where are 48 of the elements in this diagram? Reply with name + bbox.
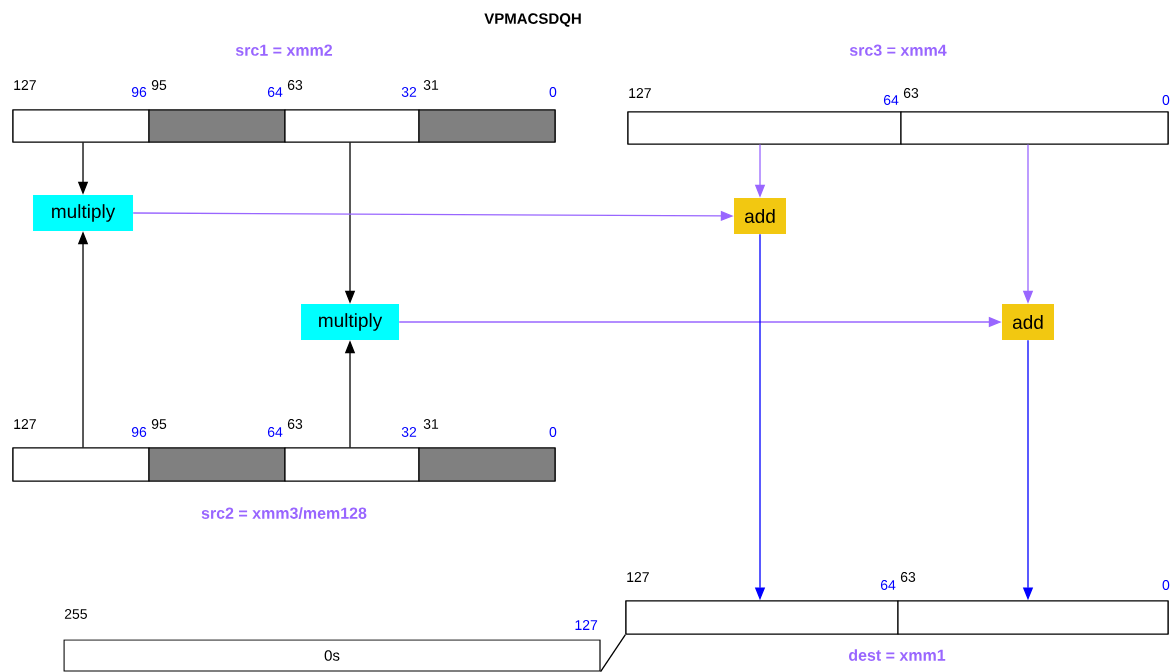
node-label: dest = xmm1 xyxy=(848,649,946,661)
bit-number: 64 xyxy=(880,580,896,590)
bit-number: 127 xyxy=(629,88,651,98)
bit-number: 64 xyxy=(267,87,283,97)
bit-number: 32 xyxy=(401,87,417,97)
register-cell xyxy=(897,600,1169,635)
bit-number: 95 xyxy=(151,80,167,90)
bit-number: 63 xyxy=(900,572,916,582)
register-cell xyxy=(12,447,150,482)
bit-number: 127 xyxy=(627,572,649,582)
register-cell xyxy=(284,447,420,482)
bit-number: 96 xyxy=(131,87,147,97)
register-cell xyxy=(12,109,150,143)
bit-number: 127 xyxy=(14,80,36,90)
add-box: add xyxy=(734,198,786,234)
bit-number: 255 xyxy=(64,609,87,619)
bit-number: 64 xyxy=(267,427,283,437)
title: VPMACSDQH xyxy=(484,13,581,27)
register-cell xyxy=(418,447,556,482)
register-cell xyxy=(900,111,1169,145)
node-label: src3 = xmm4 xyxy=(849,44,947,56)
bit-number: 127 xyxy=(575,620,598,630)
register-cell xyxy=(148,109,286,143)
bit-number: 64 xyxy=(883,95,899,105)
node-label: src2 = xmm3/mem128 xyxy=(201,507,367,520)
bit-number: 0 xyxy=(549,427,557,437)
bit-number: 31 xyxy=(423,80,439,90)
register-box: 0s xyxy=(63,639,601,672)
bit-number: 63 xyxy=(903,88,919,98)
bit-number: 63 xyxy=(287,80,303,90)
bit-number: 31 xyxy=(423,419,439,429)
bit-number: 0 xyxy=(1162,95,1170,105)
add-box: add xyxy=(1002,304,1054,340)
bit-number: 127 xyxy=(14,419,36,429)
register-cell xyxy=(418,109,556,143)
bit-number: 0 xyxy=(549,87,557,97)
register-cell xyxy=(284,109,420,143)
register-cell xyxy=(627,111,902,145)
bit-number: 0 xyxy=(1162,580,1170,590)
bit-number: 32 xyxy=(401,427,417,437)
node-label: src1 = xmm2 xyxy=(235,44,333,56)
bit-number: 96 xyxy=(131,427,147,437)
multiply-box: multiply xyxy=(33,195,133,231)
bit-number: 63 xyxy=(287,419,303,429)
register-cell xyxy=(148,447,286,482)
multiply-box: multiply xyxy=(301,304,399,340)
register-cell xyxy=(625,600,899,635)
bit-number: 95 xyxy=(151,419,167,429)
